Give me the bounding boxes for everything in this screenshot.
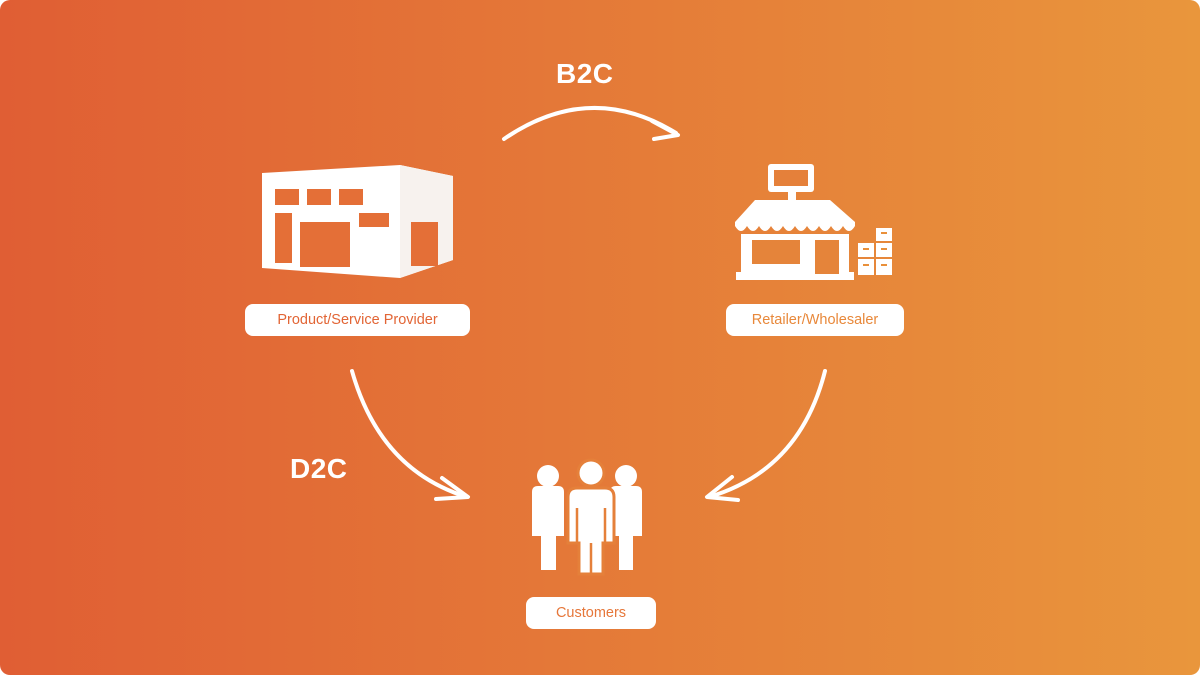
factory-building-icon xyxy=(262,165,453,278)
d2c-label: D2C xyxy=(290,453,348,484)
provider-label: Product/Service Provider xyxy=(245,304,470,336)
group-of-people-icon xyxy=(532,458,642,576)
b2c-label: B2C xyxy=(556,58,614,89)
b2c-arrow xyxy=(502,106,678,141)
storefront-with-boxes-icon xyxy=(735,164,892,280)
d2c-arrowhead xyxy=(434,476,470,501)
retailer-to-customers-arrow xyxy=(707,369,827,499)
customers-label: Customers xyxy=(526,597,656,629)
retailer-to-customers-arrowhead xyxy=(705,475,740,502)
retailer-label: Retailer/Wholesaler xyxy=(726,304,904,336)
b2c-arrowhead xyxy=(650,119,680,141)
d2c-arrow xyxy=(350,369,469,499)
